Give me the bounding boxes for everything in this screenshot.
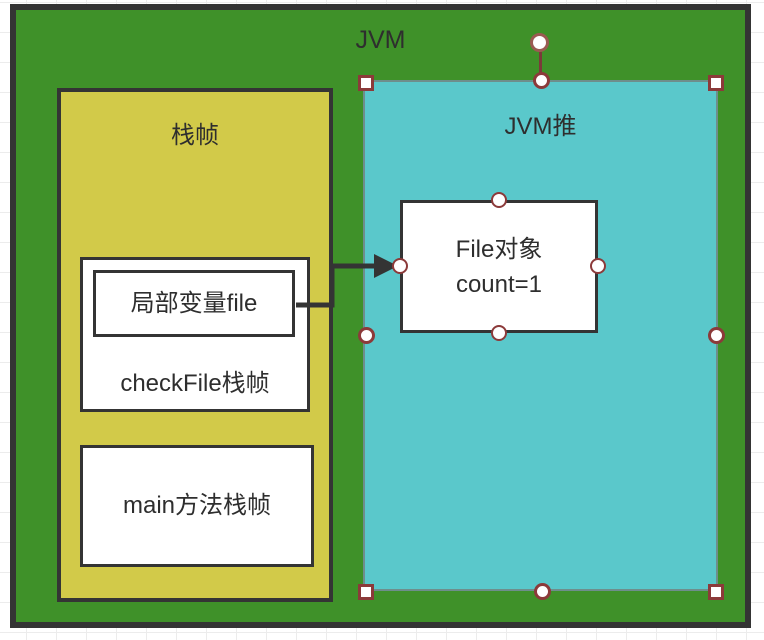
local-variable-label: 局部变量file — [130, 289, 258, 317]
jvm-heap-shape[interactable] — [363, 80, 718, 591]
checkfile-frame-label: checkFile栈帧 — [120, 370, 270, 397]
rotation-handle-icon[interactable] — [530, 33, 549, 52]
edge-handle-top-icon[interactable] — [533, 72, 550, 89]
file-object-label-line1: File对象 — [455, 235, 543, 263]
edge-handle-left-icon[interactable] — [358, 327, 375, 344]
jvm-heap-label: JVM推 — [504, 113, 577, 140]
jvm-container-label: JVM — [355, 26, 406, 54]
connection-point-bottom-icon[interactable] — [491, 325, 507, 341]
resize-handle-top-right-icon[interactable] — [708, 75, 724, 91]
main-frame-shape[interactable]: main方法栈帧 — [80, 445, 314, 567]
stack-frame-label: 栈帧 — [171, 122, 219, 149]
file-object-label-line2: count=1 — [455, 270, 543, 298]
connection-point-left-icon[interactable] — [392, 258, 408, 274]
file-object-shape[interactable]: File对象 count=1 — [400, 200, 598, 333]
resize-handle-bottom-left-icon[interactable] — [358, 584, 374, 600]
connection-point-top-icon[interactable] — [491, 192, 507, 208]
rotation-handle-stem — [539, 52, 542, 78]
arrowhead-icon — [374, 254, 398, 278]
local-variable-shape[interactable]: 局部变量file — [93, 270, 295, 337]
edge-handle-right-icon[interactable] — [708, 327, 725, 344]
edge-handle-bottom-icon[interactable] — [534, 583, 551, 600]
resize-handle-top-left-icon[interactable] — [358, 75, 374, 91]
reference-arrow[interactable] — [290, 240, 420, 320]
main-frame-label: main方法栈帧 — [122, 492, 272, 519]
connection-point-right-icon[interactable] — [590, 258, 606, 274]
resize-handle-bottom-right-icon[interactable] — [708, 584, 724, 600]
